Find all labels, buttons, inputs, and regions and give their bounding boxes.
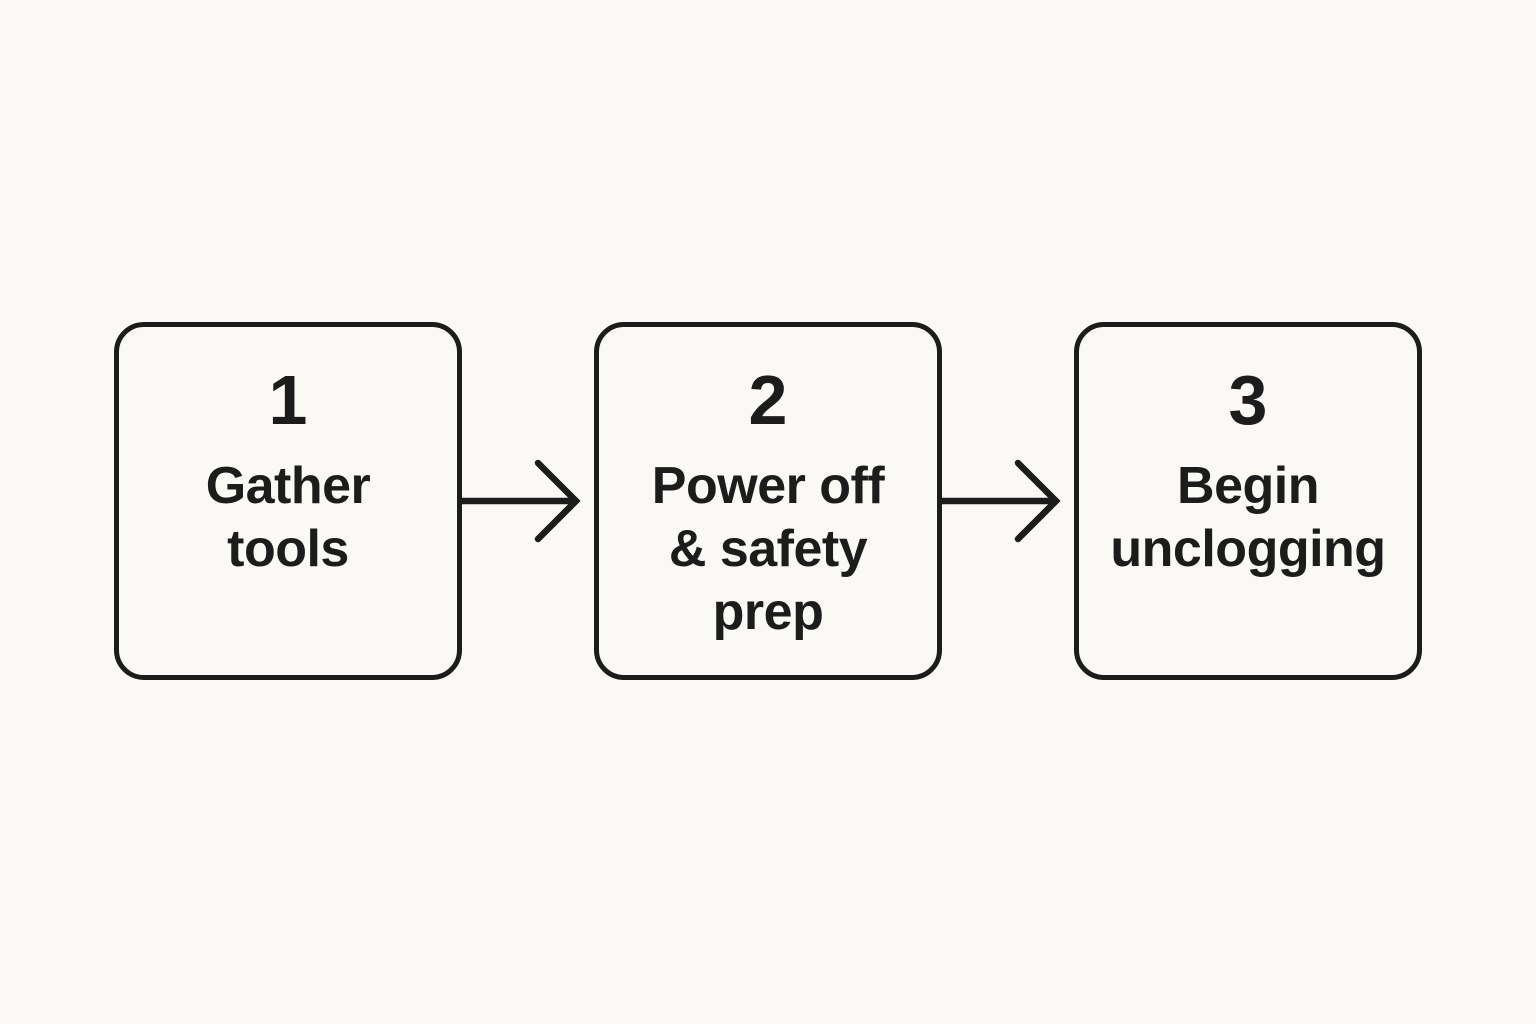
step-box-3: 3 Begin unclogging — [1074, 322, 1422, 680]
arrow-right-icon — [942, 456, 1074, 546]
step-number: 3 — [1228, 361, 1268, 439]
step-number: 2 — [748, 361, 788, 439]
step-box-2: 2 Power off & safety prep — [594, 322, 942, 680]
step-box-1: 1 Gather tools — [114, 322, 462, 680]
step-label-line: & safety — [668, 520, 868, 578]
step-label: Gather tools — [206, 455, 371, 581]
step-label-line: prep — [712, 583, 824, 641]
step-label: Begin unclogging — [1110, 455, 1386, 581]
step-label-line: tools — [227, 520, 349, 578]
step-label-line: Power off — [651, 457, 885, 515]
arrow-right-icon — [462, 456, 594, 546]
step-label-line: unclogging — [1110, 520, 1386, 578]
step-label: Power off & safety prep — [651, 455, 885, 644]
step-label-line: Begin — [1177, 457, 1319, 515]
flowchart: 1 Gather tools 2 Power off & safety prep — [114, 322, 1422, 680]
step-label-line: Gather — [205, 457, 371, 515]
step-number: 1 — [268, 361, 308, 439]
